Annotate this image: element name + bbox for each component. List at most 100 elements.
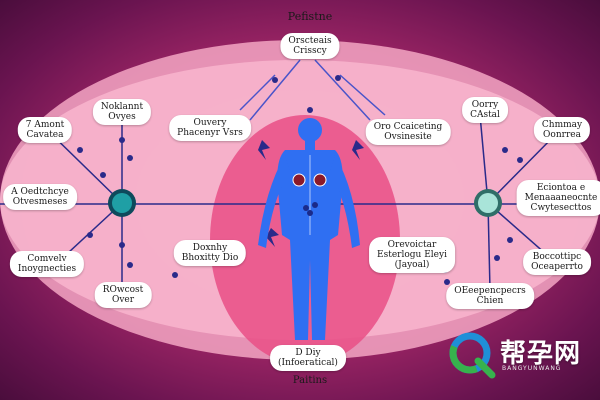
body-left-arm [258, 155, 290, 248]
label-text: Esterlogu Eleyi [377, 250, 447, 260]
label-text: Menaaaneocnte [524, 193, 598, 203]
label-text: (Jayoal) [394, 260, 430, 270]
tick-dot [127, 262, 133, 268]
label-text: Paitins [292, 375, 328, 386]
tick-dot [335, 75, 341, 81]
label-text: Cavatea [26, 130, 64, 140]
body-torso [277, 150, 343, 340]
connector-top-left-2 [239, 74, 276, 111]
label-text: Ovyes [108, 112, 136, 122]
connector-top-right-2 [339, 74, 386, 116]
label-text: OEeepencpecrs [454, 286, 526, 296]
label-text: Chmmay [541, 120, 583, 130]
arrow-marker-right [352, 140, 364, 160]
label-left-mid: A Oedtchcye Otvesmeses [3, 184, 77, 210]
connector-right-upper [479, 114, 489, 204]
right-node-core [478, 193, 498, 213]
tick-dot [444, 279, 450, 285]
tick-dot [172, 272, 178, 278]
label-top: Orscteais Crisscy [280, 33, 340, 59]
tick-dot [77, 147, 83, 153]
organ-right [313, 173, 327, 187]
label-text: Eciontoa e [536, 183, 586, 193]
label-text: Pefistne [287, 10, 333, 23]
label-right-center: Oro Ccaiceting Ovsinesite [365, 119, 451, 145]
label-left-top: 7 Amont Cavatea [17, 117, 73, 143]
organ-dot [307, 210, 313, 216]
label-text: CAstal [470, 110, 500, 120]
label-text: 7 Amont [25, 120, 65, 130]
arrow-marker-lower-left [266, 228, 279, 247]
tick-dot [494, 255, 500, 261]
arrow-marker-left [258, 140, 270, 160]
label-text: Crisscy [293, 46, 327, 56]
body-neck [305, 140, 315, 150]
connector-top-left [249, 59, 301, 121]
label-right-low-center: Orevoictar Esterlogu Eleyi (Jayoal) [369, 237, 455, 273]
label-text: Doxnhy [192, 243, 228, 253]
label-bottom: D Diy (Infoeratical) [270, 345, 346, 371]
tick-dot [87, 232, 93, 238]
connector-right-bottom [487, 202, 491, 291]
body-head [298, 118, 322, 142]
organ-left [292, 173, 306, 187]
label-text: ROwcost [102, 285, 144, 295]
watermark: 帮孕网 BANGYUNWANG [448, 331, 588, 383]
label-text: Oorry [471, 100, 499, 110]
label-text: Over [111, 295, 135, 305]
label-right-bottom: OEeepencpecrs Chien [446, 283, 534, 309]
label-text: Orscteais [288, 36, 332, 46]
tick-dot [517, 157, 523, 163]
left-node-core [112, 193, 132, 213]
label-right-top: Chmmay Oonrrea [533, 117, 591, 143]
label-text: Noklannt [100, 102, 144, 112]
label-text: Otvesmeses [12, 197, 68, 207]
label-text: Phacenyr Vsrs [177, 128, 243, 138]
label-text: (Infoeratical) [278, 358, 338, 368]
label-text: Oceaperrto [531, 262, 583, 272]
label-text: Ouvery [193, 118, 227, 128]
organ-dot [312, 202, 318, 208]
tick-dot [272, 77, 278, 83]
label-text: D Diy [295, 348, 321, 358]
tick-dot [127, 155, 133, 161]
watermark-text: 帮孕网 [500, 339, 582, 369]
label-text: Oro Ccaiceting [373, 122, 443, 132]
watermark-subtext: BANGYUNWANG [502, 365, 562, 372]
body-organs [292, 173, 327, 216]
label-left-center: Ouvery Phacenyr Vsrs [169, 115, 251, 141]
connector-top-right [314, 59, 371, 121]
label-right-mid: Eciontoa e Menaaaneocnte Cwytesecttos [516, 180, 600, 216]
human-body-figure [258, 118, 360, 340]
tick-dot [119, 137, 125, 143]
tick-dot [307, 107, 313, 113]
body-right-arm [330, 155, 360, 248]
tick-dot [502, 147, 508, 153]
label-text: Oonrrea [543, 130, 581, 140]
label-left-lower: Comvelv Inoygnecties [9, 251, 85, 277]
label-text: Comvelv [27, 254, 67, 264]
label-left-low-center: Doxnhy Bhoxitty Dio [173, 240, 247, 266]
label-text: Orevoictar [387, 240, 437, 250]
label-text: Bhoxitty Dio [181, 253, 239, 263]
label-bottom-title: Paitins [293, 376, 327, 386]
right-node [474, 189, 502, 217]
label-left-bottom: ROwcost Over [94, 282, 152, 308]
label-text: Cwytesecttos [530, 203, 592, 213]
organ-dot [303, 205, 309, 211]
label-text: A Oedtchcye [11, 187, 69, 197]
label-right-upper: Oorry CAstal [462, 97, 508, 123]
arrow-markers [258, 140, 364, 247]
label-text: Chien [476, 296, 504, 306]
label-text: Boccottipc [532, 252, 582, 262]
label-text: Ovsinesite [384, 132, 432, 142]
label-left-upper: Noklannt Ovyes [92, 99, 152, 125]
label-right-lower: Boccottipc Oceaperrto [523, 249, 591, 275]
left-node [108, 189, 136, 217]
tick-dot [507, 237, 513, 243]
tick-dot [119, 242, 125, 248]
label-text: Inoygnecties [17, 264, 77, 274]
watermark-logo-icon [449, 332, 496, 379]
label-top-title: Pefistne [287, 10, 333, 23]
